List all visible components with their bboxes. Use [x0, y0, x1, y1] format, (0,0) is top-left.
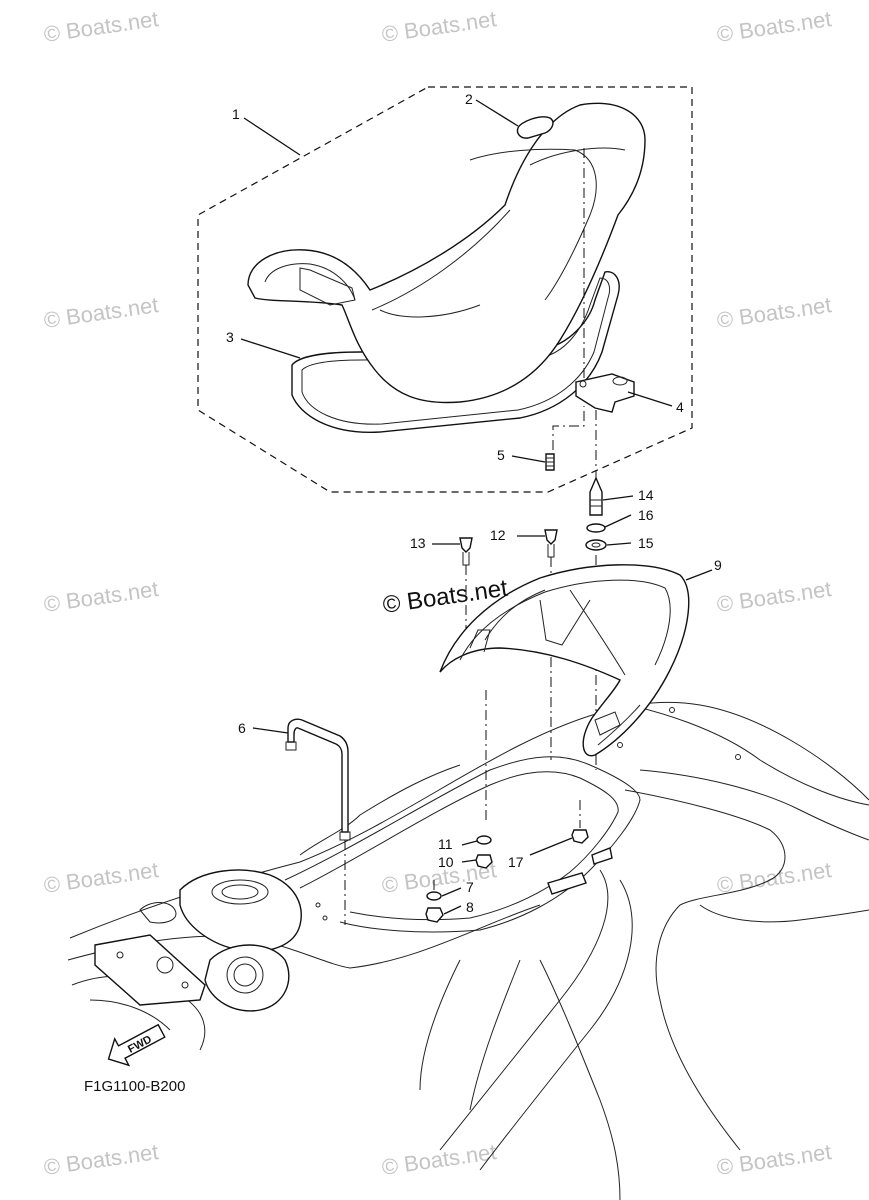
watermark: © Boats.net [380, 1139, 498, 1180]
callout-5: 5 [497, 447, 505, 463]
callout-16: 16 [638, 507, 654, 523]
callout-13: 13 [410, 535, 426, 551]
washer-16 [586, 523, 606, 533]
callout-7: 7 [466, 879, 474, 895]
washer-7 [426, 891, 442, 901]
watermark: © Boats.net [42, 857, 160, 898]
watermark: © Boats.net [715, 6, 833, 47]
watermark: © Boats.net [380, 6, 498, 47]
seat-cushion [247, 102, 646, 404]
washer-11 [476, 835, 492, 845]
seat-handle [516, 116, 554, 139]
assembly-outline [197, 86, 693, 493]
watermark: © Boats.net [715, 292, 833, 333]
callout-6: 6 [238, 720, 246, 736]
leader-lines [240, 99, 713, 915]
fwd-arrow: FWD [107, 1023, 166, 1067]
lock-pin [589, 476, 603, 516]
callout-11: 11 [438, 836, 453, 852]
diagram-code: F1G1100-B200 [84, 1078, 185, 1095]
fasteners-lower [425, 800, 589, 923]
callout-15: 15 [638, 535, 654, 551]
bolt-13 [459, 537, 473, 553]
callout-10: 10 [438, 854, 454, 870]
watermark: © Boats.net [42, 6, 160, 47]
nut-17 [571, 829, 589, 844]
callout-8: 8 [466, 899, 474, 915]
bolt-12 [544, 529, 558, 545]
fwd-label: FWD [126, 1033, 154, 1055]
callout-3: 3 [226, 329, 234, 345]
washer-15 [585, 539, 607, 551]
callout-2: 2 [465, 91, 473, 107]
watermark: © Boats.net [42, 292, 160, 333]
watermark: © Boats.net [715, 1139, 833, 1180]
callout-1: 1 [232, 106, 240, 122]
callout-12: 12 [490, 527, 506, 543]
seat-bracket [575, 373, 635, 413]
hull-body [67, 699, 869, 1200]
callouts: 1 2 3 4 5 6 7 8 9 10 11 12 13 14 15 16 1… [226, 91, 722, 915]
grab-handle [285, 718, 351, 925]
callout-14: 14 [638, 487, 654, 503]
seat-assembly-group [197, 86, 693, 493]
storage-tray [439, 564, 690, 820]
callout-17: 17 [508, 854, 524, 870]
watermark: © Boats.net [715, 576, 833, 617]
watermark: © Boats.net [42, 576, 160, 617]
callout-9: 9 [714, 557, 722, 573]
bolts-12-13 [459, 529, 558, 760]
callout-4: 4 [676, 399, 684, 415]
watermark: © Boats.net [42, 1139, 160, 1180]
nut-8 [425, 907, 444, 923]
